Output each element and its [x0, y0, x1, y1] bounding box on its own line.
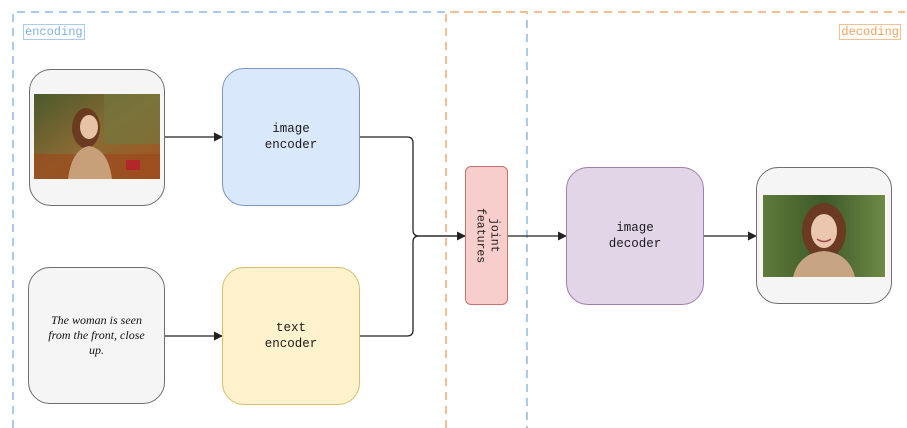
decoding-region-border — [445, 11, 905, 428]
output-image-box — [756, 167, 892, 304]
joint-features-node: joint features — [465, 166, 508, 305]
input-image-box — [29, 69, 165, 206]
encoding-region-border — [12, 11, 528, 428]
image-decoder-label: image decoder — [608, 221, 662, 251]
caption-text: The woman is seen from the front, close … — [48, 313, 145, 357]
image-encoder-node: image encoder — [222, 68, 360, 206]
output-photo — [763, 195, 885, 277]
text-encoder-node: text encoder — [222, 267, 360, 405]
image-encoder-label: image encoder — [264, 122, 318, 152]
image-decoder-node: image decoder — [566, 167, 704, 305]
joint-features-label: joint features — [473, 207, 501, 264]
input-caption-box: The woman is seen from the front, close … — [28, 267, 165, 404]
input-photo — [34, 94, 160, 179]
line-text-encoder-to-joint — [360, 235, 465, 337]
decoding-label: decoding — [839, 24, 901, 40]
text-encoder-label: text encoder — [264, 321, 318, 351]
line-image-encoder-to-joint — [360, 136, 466, 241]
encoding-label: encoding — [23, 24, 85, 40]
